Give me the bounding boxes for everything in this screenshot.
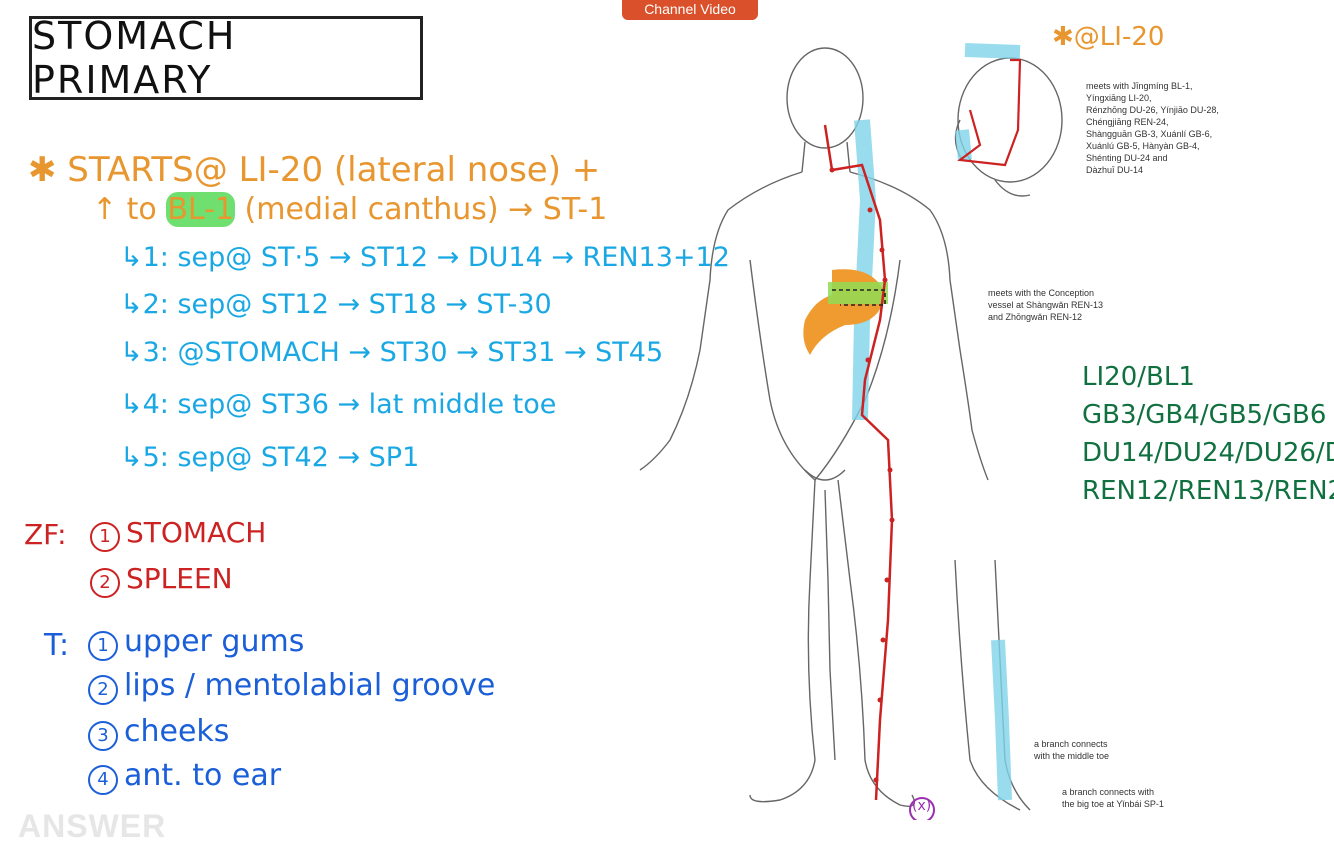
meets-head-line-7: Shénting DU-24 and [1086,152,1219,164]
middle-toe-note: a branch connects with the middle toe [1034,738,1109,762]
zf-label: ZF: [24,518,67,551]
page-title: STOMACH PRIMARY [29,16,423,100]
body-meridian-illustration [600,20,1160,820]
middle-toe-line-2: with the middle toe [1034,750,1109,762]
branch-4: ↳4: sep@ ST36 → lat middle toe [120,389,556,420]
t-num-4: 4 [88,765,118,795]
zf-num-2: 2 [90,568,120,598]
meets-head-line-1: meets with Jīngmíng BL-1, [1086,80,1219,92]
meets-head-line-4: Chéngjiāng REN-24, [1086,116,1219,128]
start-line-2: ↑ to BL-1 (medial canthus) → ST-1 [92,192,607,227]
t-num-1: 1 [88,631,118,661]
meets-head-line-2: Yíngxiāng LI-20, [1086,92,1219,104]
zf-num-1: 1 [90,522,120,552]
big-toe-line-1: a branch connects with [1062,786,1164,798]
branch-2: ↳2: sep@ ST12 → ST18 → ST-30 [120,289,552,320]
meets-head-note: meets with Jīngmíng BL-1, Yíngxiāng LI-2… [1086,80,1219,176]
stomach-highlight [828,282,888,304]
branch-5: ↳5: sep@ ST42 → SP1 [120,442,419,473]
right-note-4: REN12/REN13/REN24 [1082,472,1334,510]
t-text-1: upper gums [124,624,304,659]
big-toe-note: a branch connects with the big toe at Yǐ… [1062,786,1164,810]
t-num-2: 2 [88,675,118,705]
zf-text-2: SPLEEN [126,562,233,595]
meets-conception-line-2: vessel at Shàngwǎn REN-13 [988,299,1103,311]
t-label: T: [44,628,69,663]
right-note-3: DU14/DU24/DU26/DU28 [1082,434,1334,472]
foot-mark: (x) [912,798,931,814]
head-li20-label: ✱@LI-20 [1052,22,1164,52]
zf-text-1: STOMACH [126,516,266,549]
meets-head-line-6: Xuánlú GB-5, Hànyàn GB-4, [1086,140,1219,152]
t-text-3: cheeks [124,714,229,749]
branch-3: ↳3: @STOMACH → ST30 → ST31 → ST45 [120,337,663,368]
start-line-1: ✱ STARTS@ LI-20 (lateral nose) + [28,150,600,190]
middle-toe-line-1: a branch connects [1034,738,1109,750]
start-line-2-pre: ↑ to [92,192,166,227]
big-toe-line-2: the big toe at Yǐnbái SP-1 [1062,798,1164,810]
meets-conception-note: meets with the Conception vessel at Shàn… [988,287,1103,323]
right-note-1: LI20/BL1 [1082,358,1334,396]
cyan-channel-leg [998,640,1005,800]
answer-watermark: ANSWER [18,808,166,845]
meets-conception-line-1: meets with the Conception [988,287,1103,299]
cyan-channel-head [962,50,1020,160]
bl1-highlight: BL-1 [166,192,235,227]
t-text-2: lips / mentolabial groove [124,668,495,703]
channel-video-button[interactable]: Channel Video [622,0,758,20]
t-num-3: 3 [88,721,118,751]
meets-head-line-5: Shàngguān GB-3, Xuánlí GB-6, [1086,128,1219,140]
meets-head-line-3: Rénzhōng DU-26, Yínjiāo DU-28, [1086,104,1219,116]
meets-head-line-8: Dàzhuī DU-14 [1086,164,1219,176]
t-text-4: ant. to ear [124,758,281,793]
meets-conception-line-3: and Zhōngwǎn REN-12 [988,311,1103,323]
right-note-2: GB3/GB4/GB5/GB6 [1082,396,1334,434]
start-line-2-post: (medial canthus) → ST-1 [235,192,607,227]
right-notes: LI20/BL1 GB3/GB4/GB5/GB6 DU14/DU24/DU26/… [1082,358,1334,510]
